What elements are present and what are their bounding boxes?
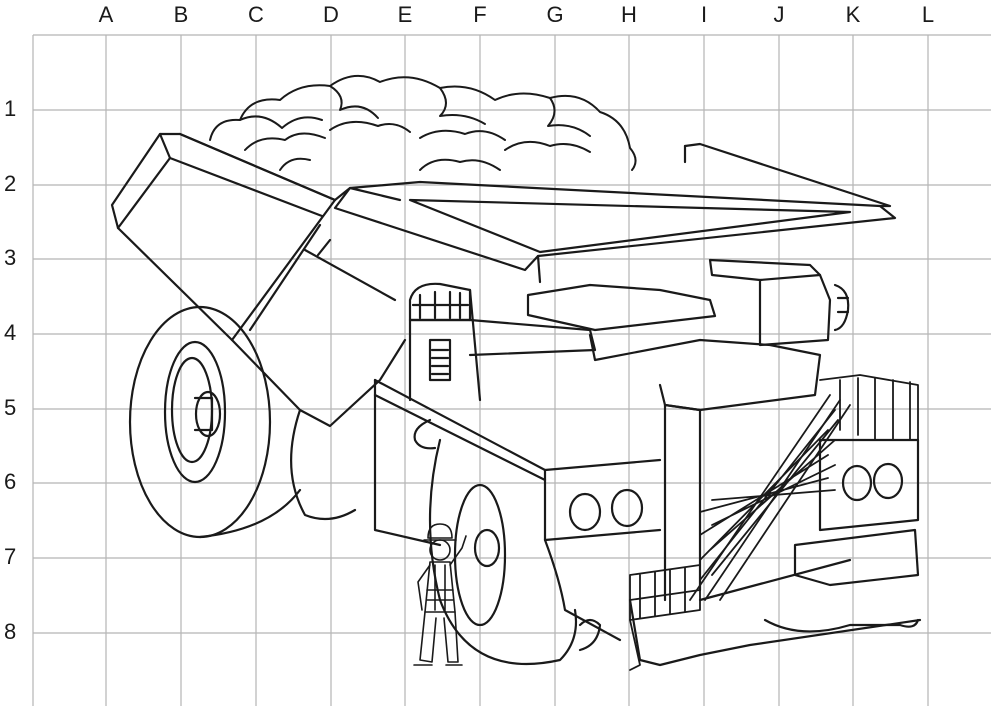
front-deck (526, 258, 850, 602)
row-label-3: 3 (4, 245, 17, 270)
row-label-4: 4 (4, 320, 17, 345)
mining-dump-truck-icon (110, 75, 922, 671)
cab (408, 282, 597, 402)
row-label-6: 6 (4, 469, 17, 494)
rock-load (209, 75, 637, 171)
front-frame (628, 558, 922, 667)
lower-body (373, 378, 662, 652)
column-label-k: K (845, 2, 861, 27)
column-label-e: E (397, 2, 413, 27)
column-label-c: C (248, 2, 264, 27)
column-label-b: B (173, 2, 189, 27)
dump-bed (110, 132, 407, 428)
column-label-f: F (473, 2, 487, 27)
canopy (333, 142, 897, 284)
column-label-h: H (621, 2, 637, 27)
rear-wheel-left (128, 305, 357, 539)
worker-figure (413, 523, 467, 666)
front-wheel (413, 418, 578, 666)
row-label-1: 1 (4, 96, 17, 121)
row-label-8: 8 (4, 619, 17, 644)
column-label-d: D (323, 2, 339, 27)
column-label-j: J (773, 2, 785, 27)
column-label-g: G (546, 2, 564, 27)
column-label-i: I (700, 2, 708, 27)
column-label-a: A (98, 2, 114, 27)
right-front (763, 438, 920, 633)
row-label-2: 2 (4, 171, 17, 196)
grid-lines (32, 34, 991, 706)
column-label-l: L (921, 2, 935, 27)
row-label-5: 5 (4, 395, 17, 420)
row-label-7: 7 (4, 544, 17, 569)
